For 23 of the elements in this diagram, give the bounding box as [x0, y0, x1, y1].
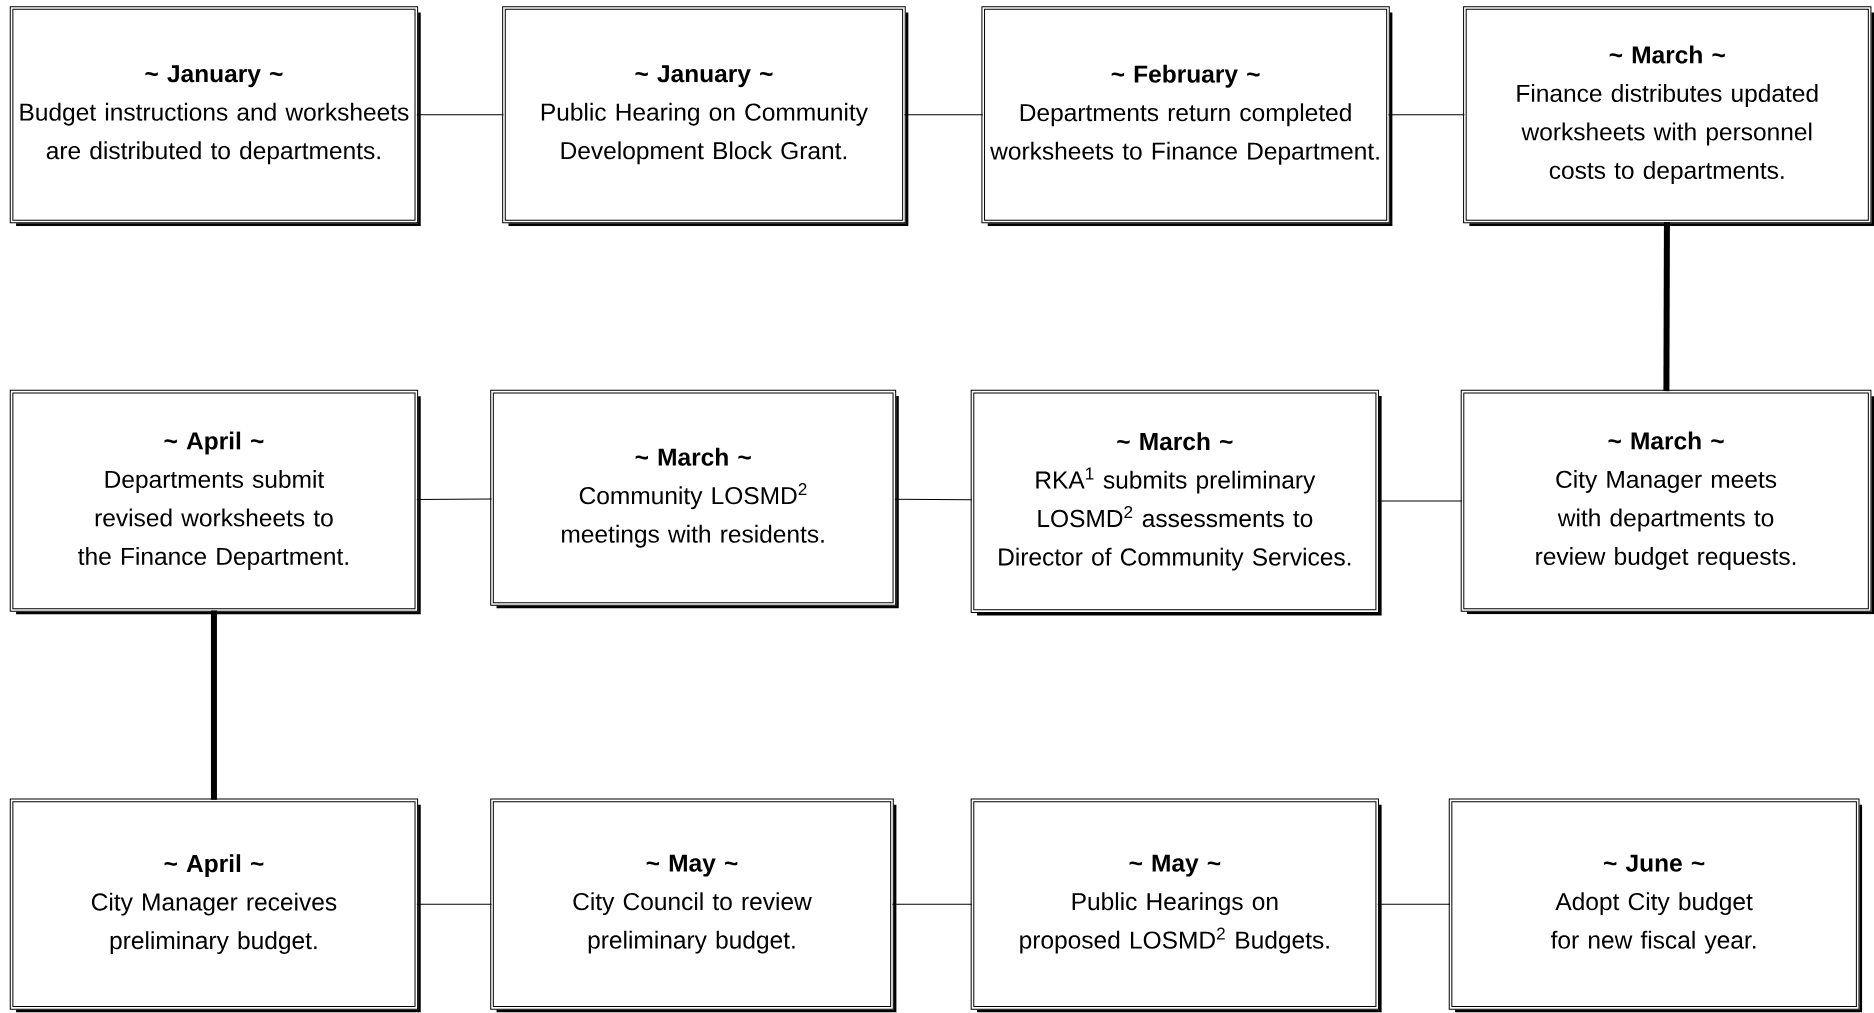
connector-line: [210, 610, 217, 800]
step-box: ~ February ~ Departments return completed worksheets to Finance Department.: [981, 5, 1393, 226]
step-box: ~ March ~ City Manager meets with departments to review budget requests.: [1460, 389, 1874, 615]
step-box: ~ April ~ Departments submit revised worksheets to the Finance Department.: [9, 389, 421, 615]
connector-line: [894, 498, 973, 501]
step-box: ~ April ~ City Manager receives preliminary budget.: [9, 798, 421, 1013]
connector-line: [416, 498, 492, 500]
step-box: ~ March ~ Finance distributes updated worksheets with personnel costs to departments.: [1463, 5, 1874, 226]
connector-line: [1388, 114, 1465, 115]
step-box: ~ June ~ Adopt City budget for new fiscal year.: [1448, 798, 1863, 1013]
step-box: ~ May ~ City Council to review preliminary budget.: [490, 798, 897, 1013]
connector-line: [1377, 903, 1451, 905]
connector-line: [1663, 221, 1670, 391]
step-box: ~ May ~ Public Hearings on proposed LOSMD$^{2}$ Budgets.: [970, 798, 1382, 1013]
connector-line: [416, 903, 492, 905]
connector-line: [892, 903, 973, 905]
connector-line: [416, 114, 504, 115]
step-box: ~ March ~ Community LOSMD$^{2}$ meetings with residents.: [490, 389, 899, 609]
step-box: ~ January ~ Budget instructions and worksheets are distributed to departments.: [9, 5, 421, 226]
step-box: ~ January ~ Public Hearing on Community Development Block Grant.: [502, 5, 909, 226]
connector-line: [1377, 500, 1463, 502]
connector-line: [903, 114, 984, 115]
step-box: ~ March ~ RKA$^{1}$ submits preliminary LOSMD$^{2}$ assessments to Director of Community Services.: [970, 389, 1382, 616]
